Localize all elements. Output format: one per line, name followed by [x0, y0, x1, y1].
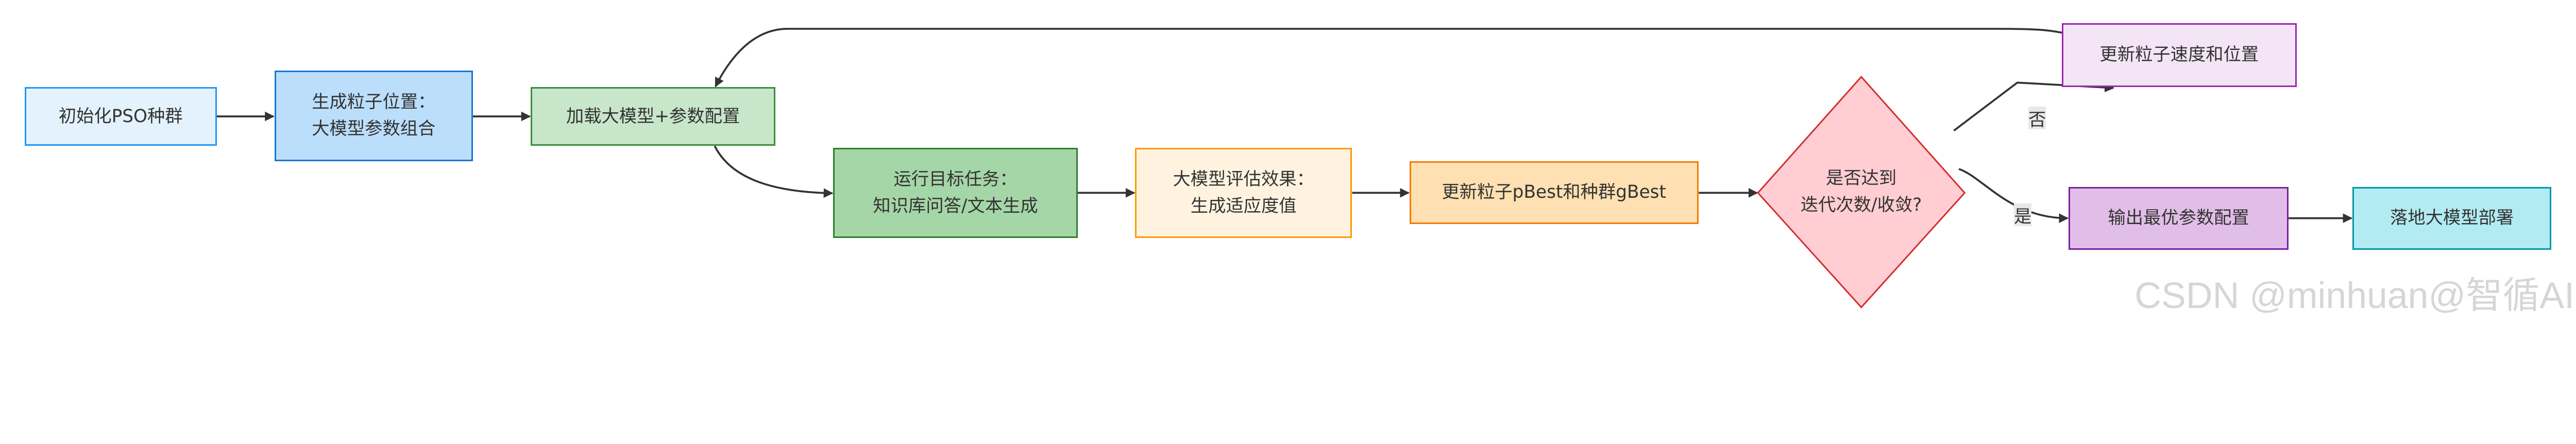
edges	[216, 28, 2353, 309]
edge-decision-output	[1958, 168, 2069, 223]
node-output-label: 输出最优参数配置	[2108, 208, 2249, 229]
node-deploy[interactable]: 落地大模型部署	[2352, 187, 2552, 250]
node-run[interactable]: 运行目标任务： 知识库问答/文本生成	[833, 148, 1078, 238]
node-update-label: 更新粒子速度和位置	[2099, 44, 2259, 65]
edge-update-load-loop	[715, 28, 2062, 88]
node-decision-line1: 是否达到	[1826, 168, 1897, 189]
edge-label-yes: 是	[2014, 203, 2032, 227]
edge-load-run	[714, 145, 834, 198]
edge-label-no: 否	[2028, 107, 2046, 130]
node-eval[interactable]: 大模型评估效果： 生成适应度值	[1135, 148, 1352, 238]
node-init[interactable]: 初始化PSO种群	[24, 87, 217, 146]
node-gen[interactable]: 生成粒子位置： 大模型参数组合	[274, 71, 473, 161]
watermark: CSDN @minhuan@智循AI	[2134, 275, 2574, 317]
node-decision-line2: 迭代次数/收敛?	[1800, 194, 1922, 215]
node-decision[interactable]: 是否达到 迭代次数/收敛?	[1758, 77, 1964, 308]
node-run-line1: 运行目标任务：	[893, 169, 1018, 190]
node-output[interactable]: 输出最优参数配置	[2069, 187, 2289, 250]
node-load-label: 加载大模型+参数配置	[566, 106, 740, 127]
edge-label-no-text: 否	[2028, 109, 2046, 130]
node-load[interactable]: 加载大模型+参数配置	[531, 87, 776, 146]
node-eval-line1: 大模型评估效果：	[1173, 169, 1314, 190]
flowchart: 否 是 初始化PSO种群 生成粒子位置： 大模型参数组合 加载大模型+参数配置 …	[24, 23, 2574, 317]
node-eval-line2: 生成适应度值	[1190, 195, 1297, 216]
decision-diamond[interactable]	[1757, 75, 1966, 309]
node-run-line2: 知识库问答/文本生成	[873, 195, 1038, 216]
node-init-label: 初始化PSO种群	[58, 106, 183, 127]
node-best-label: 更新粒子pBest和种群gBest	[1442, 182, 1666, 203]
node-gen-line2: 大模型参数组合	[312, 118, 436, 139]
node-update[interactable]: 更新粒子速度和位置	[2062, 23, 2297, 88]
node-deploy-label: 落地大模型部署	[2390, 208, 2514, 229]
node-best[interactable]: 更新粒子pBest和种群gBest	[1409, 161, 1699, 224]
node-gen-line1: 生成粒子位置：	[312, 92, 436, 113]
edge-label-yes-text: 是	[2014, 206, 2032, 227]
